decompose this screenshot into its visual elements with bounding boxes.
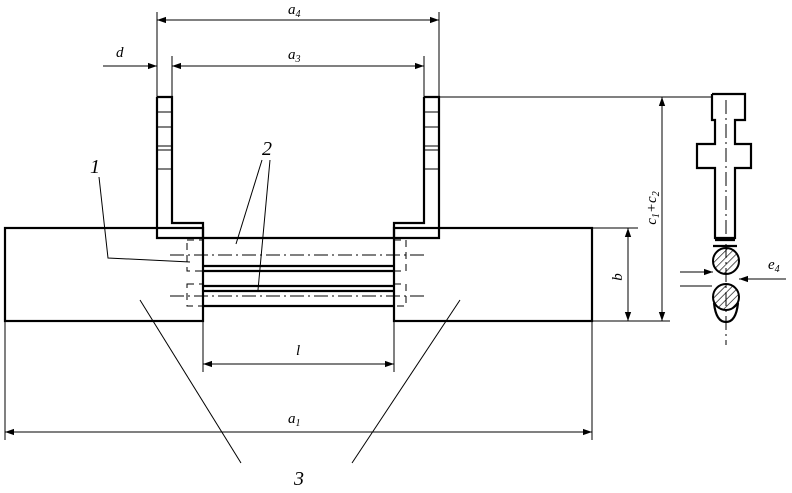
reference-2: 2	[262, 138, 272, 160]
reference-1: 1	[90, 156, 100, 178]
left-clip	[155, 95, 205, 240]
main-body	[3, 95, 594, 323]
leader-1	[98, 176, 191, 263]
leader-2a	[235, 159, 263, 245]
side-view-outline	[695, 92, 753, 240]
dimensions	[4, 12, 786, 440]
hidden-left-lower	[186, 283, 204, 307]
leader-2b	[257, 159, 271, 291]
hidden-left-upper	[186, 239, 204, 272]
label-a4: a4	[288, 2, 301, 20]
right-clip	[392, 95, 441, 240]
label-c1c2: c1+c2	[644, 191, 662, 224]
side-view	[680, 92, 753, 345]
label-a1: a1	[288, 411, 301, 429]
reference-3: 3	[293, 468, 304, 490]
right-clip-slot-1	[423, 126, 440, 147]
left-clip-slot-2	[156, 149, 173, 170]
label-b: b	[610, 273, 626, 281]
label-l: l	[296, 343, 300, 359]
label-d: d	[116, 45, 124, 61]
left-block	[3, 226, 205, 323]
leader-3b	[351, 299, 461, 464]
right-clip-slot-2	[423, 149, 440, 170]
label-e4: e4	[768, 257, 780, 275]
right-block	[392, 226, 594, 323]
hidden-right-upper	[393, 239, 407, 272]
label-a3: a3	[288, 47, 301, 65]
left-clip-slot-1	[156, 126, 173, 147]
leaders	[98, 159, 461, 464]
leader-3a	[139, 299, 242, 464]
labels: a4 a3 d l a1 b c1+c2 e4 1 2 3	[90, 2, 780, 490]
hidden-right-lower	[393, 283, 407, 307]
